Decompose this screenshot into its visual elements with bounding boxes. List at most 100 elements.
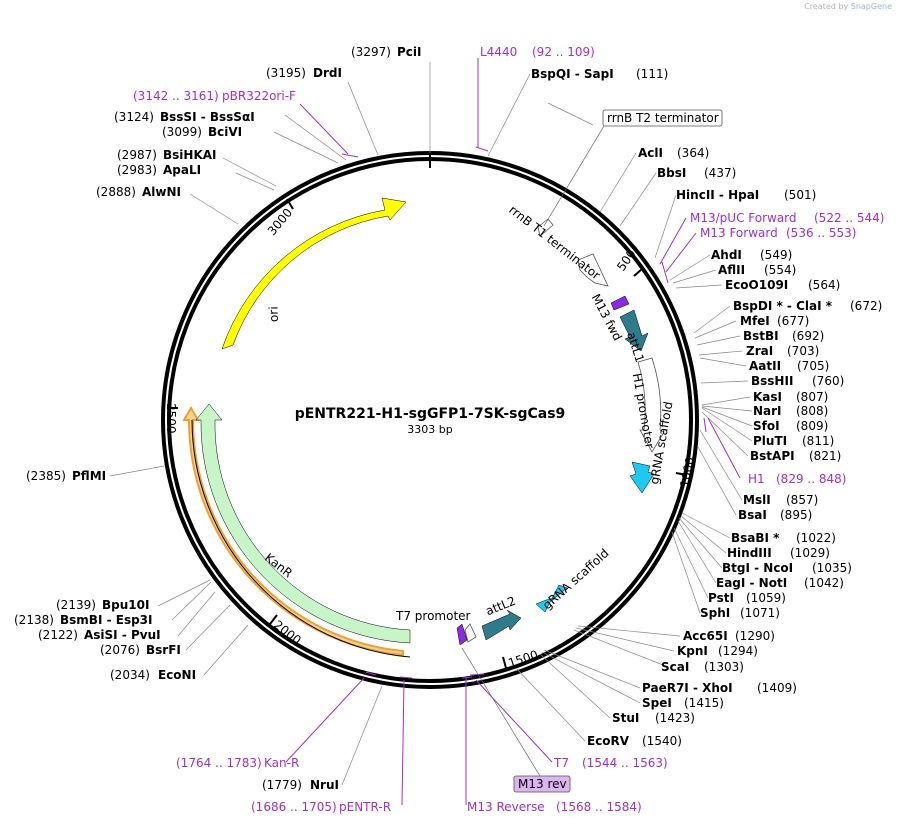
enzyme-stui[interactable]: StuI: [612, 711, 639, 725]
enzyme-hindiii-pos: (1029): [790, 546, 830, 560]
primer-h1[interactable]: H1: [748, 472, 765, 486]
primer-kanr-range: (1764 .. 1783): [176, 756, 262, 770]
enzyme-pluti[interactable]: PluTI: [753, 434, 787, 448]
snapgene-brand: SnapGene: [850, 2, 892, 11]
enzyme-bsihkai-pos: (2987): [117, 148, 157, 162]
enzyme-btgi[interactable]: BtgI - NcoI: [722, 561, 793, 575]
ori-label: ori: [266, 306, 281, 322]
enzyme-bstapi[interactable]: BstAPI: [750, 449, 795, 463]
enzyme-zrai[interactable]: ZraI: [746, 344, 773, 358]
primer-m13fwd[interactable]: M13 Forward: [700, 226, 778, 240]
enzyme-eagi[interactable]: EagI - NotI: [716, 576, 787, 590]
enzyme-ahdi-pos: (549): [760, 248, 792, 262]
tick-2500: 2500: [164, 403, 178, 434]
h1-promoter-arrow[interactable]: [637, 357, 665, 453]
m13-rev-arrow[interactable]: [456, 623, 468, 646]
m13-rev-label: M13 rev: [518, 777, 567, 791]
primer-l4440[interactable]: L4440: [480, 45, 517, 59]
enzyme-acc65i[interactable]: Acc65I: [683, 629, 728, 643]
enzyme-bsai-pos: (895): [780, 508, 812, 522]
attl2-arrow[interactable]: [481, 609, 522, 641]
t7-promoter-arrow[interactable]: [464, 623, 477, 643]
enzyme-bcivi[interactable]: BciVI: [208, 125, 242, 139]
primer-pbr322ori[interactable]: pBR322ori-F: [222, 89, 296, 103]
enzyme-ecoo109i[interactable]: EcoO109I: [725, 278, 788, 292]
primer-pbr322ori-range: (3142 .. 3161): [133, 89, 219, 103]
enzyme-bsrfi[interactable]: BsrFI: [146, 643, 181, 657]
enzyme-bcivi-pos: (3099): [162, 125, 202, 139]
enzyme-psti[interactable]: PstI: [708, 591, 734, 605]
enzyme-bspdi[interactable]: BspDI * - ClaI *: [733, 299, 833, 313]
enzyme-bsssi[interactable]: BssSI - BssSαI: [160, 110, 255, 124]
enzyme-nrui[interactable]: NruI: [310, 778, 339, 792]
plasmid-size: 3303 bp: [407, 423, 452, 436]
enzyme-pflmi[interactable]: PflMI: [72, 469, 106, 483]
enzyme-kpni[interactable]: KpnI: [677, 644, 708, 658]
primer-kanr[interactable]: Kan-R: [264, 756, 299, 770]
enzyme-sfoi-pos: (809): [796, 419, 828, 433]
enzyme-bpu10i[interactable]: Bpu10I: [102, 598, 149, 612]
primer-m13puc-range: (522 .. 544): [814, 211, 884, 225]
enzyme-msli-pos: (857): [786, 493, 818, 507]
enzyme-bpu10i-pos: (2139): [56, 598, 96, 612]
rrnb-t1-arrow[interactable]: [577, 253, 609, 287]
tick-1000-mark: [675, 472, 688, 476]
enzyme-bstbi-pos: (692): [792, 329, 824, 343]
enzyme-pcii[interactable]: PciI: [397, 45, 422, 59]
enzyme-bsshii[interactable]: BssHII: [751, 374, 793, 388]
tick-1500-mark: [502, 656, 507, 669]
ori-arrow[interactable]: [221, 197, 407, 350]
primer-t7[interactable]: T7: [553, 756, 569, 770]
enzyme-bstbi[interactable]: BstBI: [743, 329, 779, 343]
rrnb-t2-arrow[interactable]: [537, 218, 554, 237]
enzyme-nari[interactable]: NarI: [753, 404, 782, 418]
enzyme-spei-pos: (1415): [684, 696, 724, 710]
tick-2000-mark: [269, 614, 278, 625]
enzyme-bsmbi[interactable]: BsmBI - Esp3I: [60, 613, 152, 627]
grna-scaffold-2-arrow[interactable]: [535, 584, 568, 613]
enzyme-ecorv[interactable]: EcoRV: [587, 734, 630, 748]
enzyme-sphi-pos: (1071): [740, 606, 780, 620]
enzyme-acli[interactable]: AclI: [638, 146, 663, 160]
enzyme-asisi-pos: (2122): [38, 628, 78, 642]
enzyme-sfoi[interactable]: SfoI: [753, 419, 780, 433]
rrnb-t2-box[interactable]: [602, 109, 723, 127]
enzyme-ahdi[interactable]: AhdI: [711, 248, 742, 262]
enzyme-bsshii-pos: (760): [812, 374, 844, 388]
enzyme-econi[interactable]: EcoNI: [158, 668, 196, 682]
m13-fwd-arrow[interactable]: [610, 295, 630, 311]
enzyme-hindiii[interactable]: HindIII: [727, 546, 772, 560]
grna-scaffold-1-arrow[interactable]: [629, 461, 655, 494]
primer-pentr[interactable]: pENTR-R: [339, 800, 391, 814]
enzyme-bsai[interactable]: BsaI: [738, 508, 767, 522]
enzyme-spei[interactable]: SpeI: [642, 696, 672, 710]
enzyme-kasi[interactable]: KasI: [753, 390, 782, 404]
enzyme-scai[interactable]: ScaI: [661, 660, 689, 674]
primer-m13rev[interactable]: M13 Reverse: [467, 800, 545, 814]
enzyme-acc65i-pos: (1290): [735, 629, 775, 643]
primer-pentr-range: (1686 .. 1705): [251, 800, 337, 814]
attl1-arrow[interactable]: [619, 309, 649, 352]
kanr-arrow[interactable]: [195, 403, 411, 644]
enzyme-alwni[interactable]: AlwNI: [142, 185, 181, 199]
enzyme-bspqi[interactable]: BspQI - SapI: [531, 67, 614, 81]
enzyme-paer7i-pos: (1409): [757, 681, 797, 695]
enzyme-apali[interactable]: ApaLI: [163, 163, 201, 177]
enzyme-bsihkai[interactable]: BsiHKAI: [163, 148, 217, 162]
primer-l4440-range: (92 .. 109): [532, 45, 595, 59]
enzyme-aatii[interactable]: AatII: [749, 359, 781, 373]
enzyme-bsabi[interactable]: BsaBI *: [731, 531, 780, 545]
primer-m13puc[interactable]: M13/pUC Forward: [690, 211, 797, 225]
enzyme-sphi[interactable]: SphI: [700, 606, 730, 620]
enzyme-paer7i[interactable]: PaeR7I - XhoI: [642, 681, 733, 695]
enzyme-bbsi[interactable]: BbsI: [657, 166, 686, 180]
enzyme-aflii[interactable]: AflII: [718, 263, 745, 277]
enzyme-hincii[interactable]: HincII - HpaI: [676, 188, 759, 202]
enzyme-drdi[interactable]: DrdI: [313, 66, 342, 80]
enzyme-ecorv-pos: (1540): [642, 734, 682, 748]
enzyme-msli[interactable]: MslI: [743, 493, 771, 507]
feature-callout-leaders: [461, 125, 605, 777]
enzyme-asisi[interactable]: AsiSI - PvuI: [84, 628, 161, 642]
enzyme-mfei[interactable]: MfeI: [740, 314, 770, 328]
m13-rev-box[interactable]: [513, 775, 571, 793]
